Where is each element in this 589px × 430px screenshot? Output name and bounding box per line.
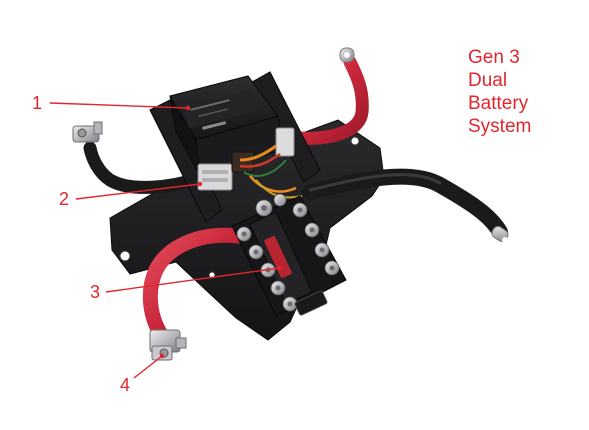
title-line: System [468,116,532,137]
callout-label-3: 3 [90,282,101,302]
callout-line-1 [49,102,189,109]
red-cable-bottom [142,227,246,344]
callout-line-4 [133,355,163,379]
product-title: Gen 3 Dual Battery System [468,46,531,138]
callout-label-1: 1 [32,93,43,113]
wiring-harness [197,127,303,199]
callout-line-3 [105,267,281,293]
plate-hole-icon [119,250,131,262]
red-cable-top [293,55,369,145]
controller-module [169,75,283,177]
bracket-left [149,99,223,223]
black-cable-right [302,168,508,240]
battery-clamp-left [72,121,103,143]
black-cable-left [83,141,207,194]
callout-label-2: 2 [59,189,70,209]
title-line: Dual [468,70,508,91]
battery-clamp-bottom [149,329,187,361]
callout-line-2 [75,183,201,200]
title-line: Battery [468,93,529,114]
title-line: Gen 3 [468,47,520,68]
plate-hole-icon [350,136,360,146]
callout-label-4: 4 [120,375,131,395]
